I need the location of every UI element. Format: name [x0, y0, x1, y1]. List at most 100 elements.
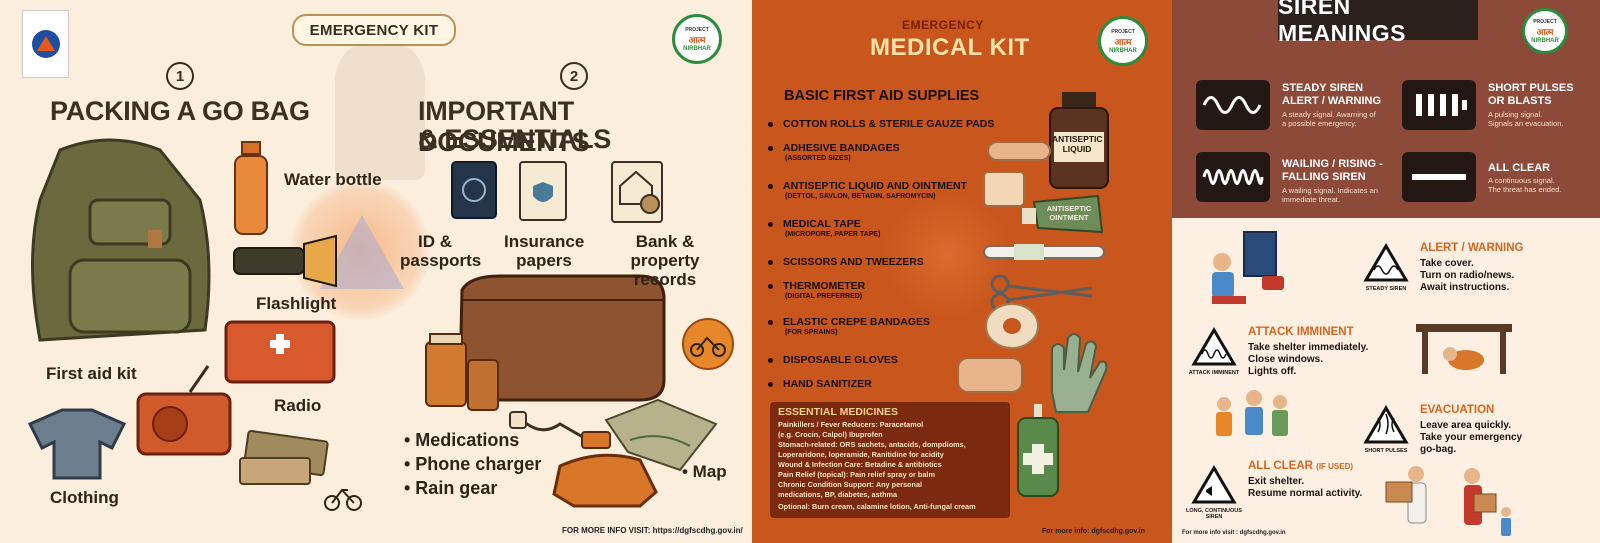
- label-clothing: Clothing: [50, 488, 119, 507]
- short-pulses-wave-icon: [1402, 80, 1476, 130]
- documents-title-line1: IMPORTANT DOCUMENTS: [418, 96, 590, 157]
- medical-kit-illustrations: [957, 92, 1109, 497]
- insurance-document-icon: [519, 161, 567, 221]
- bandage-icon: [987, 141, 1051, 161]
- wailing-siren-wave-icon: [1196, 152, 1270, 202]
- glove-icon: [1051, 333, 1108, 413]
- panel2-footer-link[interactable]: For more info: dgfscdhg.gov.in: [1042, 528, 1145, 535]
- go-bag-title: PACKING A GO BAG: [50, 96, 310, 126]
- national-emblem-watermark: [335, 40, 425, 180]
- rain-gear-icon: [552, 453, 658, 508]
- label-insurance-papers: Insurance papers: [504, 232, 585, 270]
- go-bag-illustrations: [27, 138, 734, 511]
- action-text: Take cover.Turn on radio/news.Await inst…: [1420, 258, 1515, 293]
- short-pulses-warning-icon: [1363, 405, 1409, 444]
- action-heading: ALERT / WARNING: [1420, 242, 1524, 254]
- section-number-2: 2: [560, 62, 588, 90]
- action-caption: SHORT PULSES: [1364, 448, 1408, 454]
- basic-first-aid-title: BASIC FIRST AID SUPPLIES: [784, 88, 980, 104]
- supply-item: ANTISEPTIC LIQUID AND OINTMENT(DETTOL, S…: [768, 180, 967, 201]
- ointment-tube-icon: [1022, 194, 1104, 234]
- cash-icon: [239, 429, 329, 485]
- siren-description: A continuous signal.The threat has ended…: [1488, 176, 1562, 194]
- label-map: • Map: [682, 462, 727, 481]
- first-aid-kit-icon: [224, 320, 336, 384]
- radio-icon: [136, 365, 232, 456]
- flashlight-icon: [233, 234, 337, 288]
- steady-siren-wave-icon: [1196, 80, 1270, 130]
- crepe-bandage-icon: [957, 357, 1023, 393]
- supply-item: THERMOMETER(DIGITAL PREFERRED): [768, 280, 865, 301]
- antiseptic-bottle-icon: [1049, 92, 1109, 189]
- action-text: Exit shelter.Resume normal activity.: [1248, 476, 1363, 499]
- label-water-bottle: Water bottle: [284, 170, 382, 189]
- medical-tape-icon: [985, 303, 1039, 349]
- map-icon: [604, 398, 718, 472]
- water-bottle-icon: [234, 141, 268, 235]
- supply-item: SCISSORS AND TWEEZERS: [768, 256, 924, 268]
- atmanirbhar-logo: PROJECT आत्म NIRBHAR: [672, 14, 722, 64]
- supply-item: DISPOSABLE GLOVES: [768, 354, 898, 366]
- atmanirbhar-logo: PROJECT आत्म NIRBHAR: [1522, 8, 1568, 54]
- label-bank-property: Bank & property records: [630, 232, 700, 289]
- bicycle-circle-icon: [682, 318, 734, 370]
- panel1-footer-link[interactable]: FOR MORE INFO VISIT: https://dgfscdhg.go…: [562, 526, 743, 535]
- backpack-icon: [31, 138, 211, 342]
- label-id-passports: ID & passports: [400, 232, 482, 270]
- thermometer-icon: [983, 244, 1105, 260]
- siren-title: ALL CLEAR: [1488, 162, 1551, 174]
- steady-siren-warning-icon: [1363, 243, 1409, 282]
- bullet-rain-gear: • Rain gear: [404, 478, 498, 498]
- siren-actions-illustrations: [1191, 231, 1512, 536]
- family-evacuating-icon: [1216, 390, 1288, 436]
- bicycle-icon: [324, 488, 362, 511]
- bullet-medications: • Medications: [404, 430, 520, 450]
- emergency-kit-banner: EMERGENCY KIT: [292, 14, 456, 46]
- action-heading: ALL CLEAR (IF USED): [1248, 460, 1354, 472]
- bullet-phone-charger: • Phone charger: [404, 454, 542, 474]
- hand-sanitizer-icon: [1017, 404, 1059, 497]
- essential-medicine-line: Stomach-related: ORS sachets, antacids, …: [778, 440, 966, 449]
- supply-item: COTTON ROLLS & STERILE GAUZE PADS: [768, 118, 994, 130]
- documents-title-line2: & ESSENTIALS: [418, 124, 611, 154]
- supply-item: ADHESIVE BANDAGES(ASSORTED SIZES): [768, 142, 900, 163]
- section-number-1: 1: [166, 62, 194, 90]
- essential-medicine-line: Painkillers / Fever Reducers: Paracetamo…: [778, 420, 924, 429]
- action-caption: STEADY SIREN: [1365, 286, 1407, 292]
- panel3-footer-link[interactable]: For more info visit : dgfscdhg.gov.in: [1182, 530, 1286, 536]
- essential-medicine-line: Loperaridone, loperamide, Ranitidine for…: [778, 450, 944, 459]
- civil-defence-logo: [22, 10, 69, 78]
- essential-medicine-line: Wound & Infection Care: Betadine & antib…: [778, 460, 942, 469]
- gauze-pad-icon: [983, 171, 1025, 207]
- action-heading: EVACUATION: [1420, 404, 1495, 416]
- essential-medicines-box: ESSENTIAL MEDICINES Painkillers / Fever …: [770, 402, 1010, 518]
- medical-kit-panel: EMERGENCY MEDICAL KIT PROJECT आत्म NIRBH…: [752, 0, 1172, 543]
- person-listening-radio-icon: [1212, 231, 1284, 304]
- all-clear-warning-icon: [1191, 465, 1237, 504]
- siren-meanings-title: SIREN MEANINGS: [1278, 0, 1478, 46]
- action-caption: LONG, CONTINUOUS SIREN: [1186, 508, 1242, 520]
- supply-item: MEDICAL TAPE(MICROPORE, PAPER TAPE): [768, 218, 880, 239]
- antiseptic-bottle-label: ANTISEPTIC LIQUID: [1052, 134, 1103, 154]
- siren-description: A pulsing signal.Signals an evacuation.: [1488, 110, 1564, 128]
- passport-icon: [451, 161, 497, 219]
- action-text: Take shelter immediately.Close windows.L…: [1248, 342, 1369, 377]
- essential-medicine-line: (e.g. Crocin, Calpol) Ibuprofen: [778, 430, 883, 439]
- essential-medicine-line: Chronic Condition Support: Any personal: [778, 480, 923, 489]
- medical-kit-subtitle: EMERGENCY: [902, 18, 984, 32]
- siren-meanings-panel: SIREN MEANINGS PROJECT आत्म NIRBHAR STEA…: [1172, 0, 1600, 543]
- medical-kit-title: MEDICAL KIT: [870, 34, 1030, 61]
- supply-item: HAND SANITIZER: [768, 378, 872, 390]
- essential-medicines-title: ESSENTIAL MEDICINES: [778, 406, 898, 418]
- action-heading: ATTACK IMMINENT: [1248, 326, 1354, 338]
- bank-property-document-icon: [611, 161, 663, 223]
- siren-title: WAILING / RISING -FALLING SIREN: [1282, 158, 1383, 183]
- label-flashlight: Flashlight: [256, 294, 337, 313]
- person-under-table-icon: [1416, 324, 1512, 374]
